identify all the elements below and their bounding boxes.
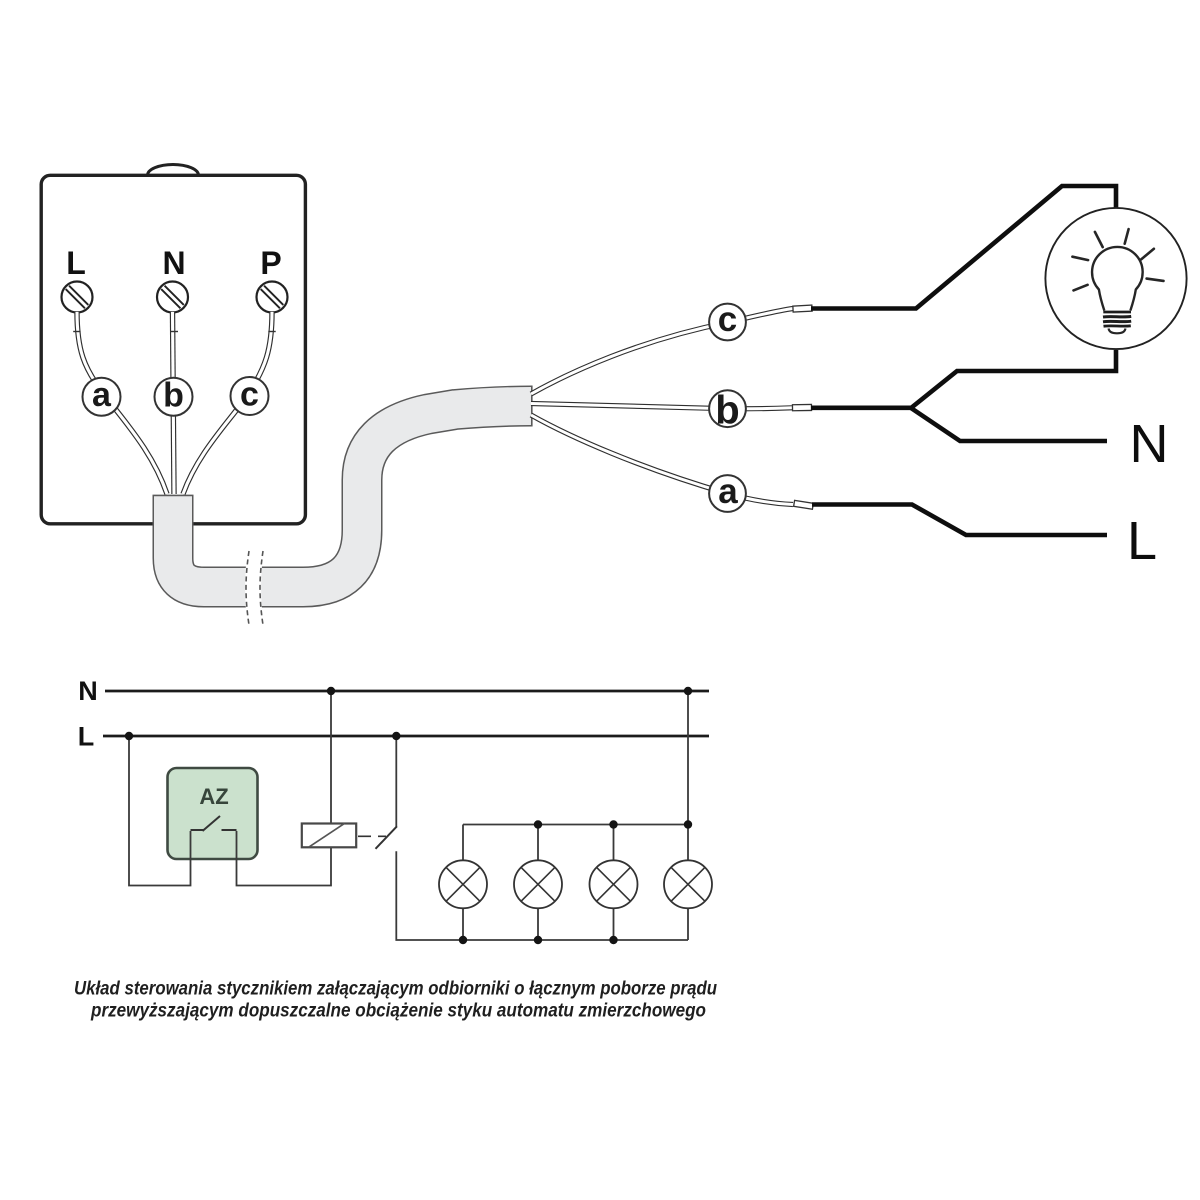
svg-text:b: b	[715, 389, 739, 433]
svg-text:c: c	[240, 376, 259, 414]
svg-text:przewyższającym dopuszczalne o: przewyższającym dopuszczalne obciążenie …	[90, 1000, 706, 1022]
svg-text:L: L	[1127, 511, 1157, 571]
svg-text:c: c	[718, 300, 737, 339]
svg-text:L: L	[78, 722, 95, 752]
svg-text:N: N	[162, 245, 185, 281]
svg-text:P: P	[260, 245, 281, 281]
svg-text:N: N	[1130, 414, 1169, 474]
svg-text:L: L	[66, 245, 86, 281]
svg-text:b: b	[163, 377, 184, 415]
svg-text:a: a	[92, 376, 112, 414]
svg-text:a: a	[718, 472, 738, 511]
svg-text:Układ sterowania stycznikiem z: Układ sterowania stycznikiem załączający…	[74, 978, 717, 1000]
svg-text:N: N	[78, 676, 98, 706]
svg-text:AZ: AZ	[199, 784, 228, 809]
